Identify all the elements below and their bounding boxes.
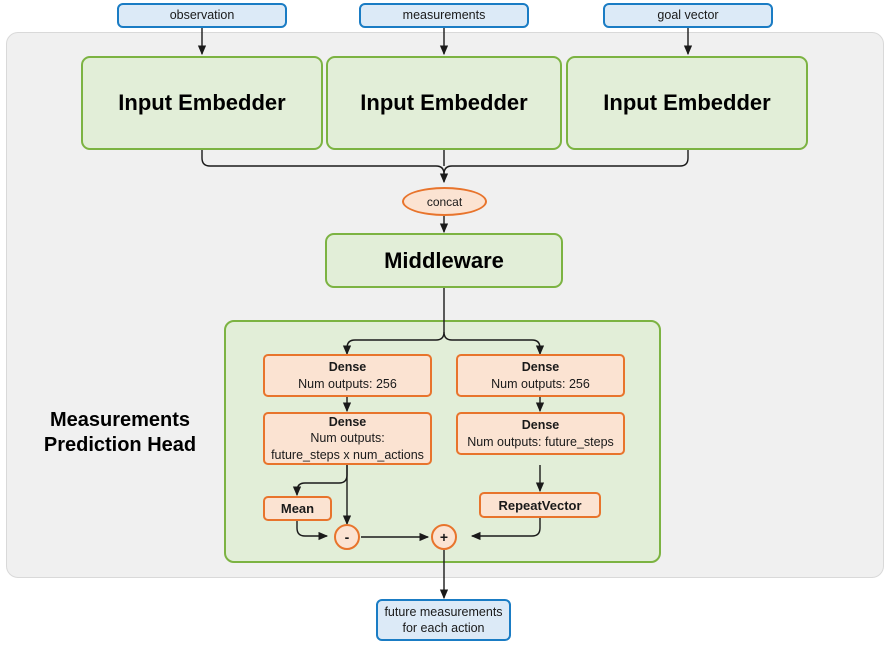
input-measurements[interactable]: measurements xyxy=(359,3,529,28)
input-goal-vector[interactable]: goal vector xyxy=(603,3,773,28)
dense-left-2-line2: future_steps x num_actions xyxy=(271,447,424,462)
dense-left-1[interactable]: Dense Num outputs: 256 xyxy=(263,354,432,397)
input-measurements-label: measurements xyxy=(402,8,486,23)
dense-right-2[interactable]: Dense Num outputs: future_steps xyxy=(456,412,625,455)
output-line2: for each action xyxy=(402,621,485,635)
head-title-line2: Prediction Head xyxy=(43,434,197,456)
middleware-label: Middleware xyxy=(384,247,504,273)
add-operator-symbol: + xyxy=(439,529,449,545)
input-goal-vector-label: goal vector xyxy=(657,8,719,23)
output-line1: future measurements xyxy=(384,604,503,619)
repeat-vector-label: RepeatVector xyxy=(498,497,582,513)
concat-label: concat xyxy=(426,194,463,209)
input-embedder-1[interactable]: Input Embedder xyxy=(81,56,323,150)
subtract-operator[interactable]: - xyxy=(334,524,360,550)
input-observation-label: observation xyxy=(169,8,235,23)
dense-right-1-title: Dense xyxy=(521,360,560,374)
dense-right-1-line1: Num outputs: 256 xyxy=(491,376,590,391)
input-embedder-2-label: Input Embedder xyxy=(360,90,528,115)
input-observation[interactable]: observation xyxy=(117,3,287,28)
input-embedder-1-label: Input Embedder xyxy=(118,90,286,115)
input-embedder-2[interactable]: Input Embedder xyxy=(326,56,562,150)
measurements-prediction-head-title: Measurements Prediction Head xyxy=(20,408,220,458)
dense-left-2[interactable]: Dense Num outputs: future_steps x num_ac… xyxy=(263,412,432,465)
dense-left-1-line1: Num outputs: 256 xyxy=(298,376,397,391)
concat-node[interactable]: concat xyxy=(402,187,487,216)
input-embedder-3[interactable]: Input Embedder xyxy=(566,56,808,150)
dense-left-2-title: Dense xyxy=(328,414,367,429)
dense-left-1-title: Dense xyxy=(328,360,367,374)
middleware-node[interactable]: Middleware xyxy=(325,233,563,288)
output-future-measurements[interactable]: future measurements for each action xyxy=(376,599,511,641)
repeat-vector-node[interactable]: RepeatVector xyxy=(479,492,601,518)
subtract-operator-symbol: - xyxy=(344,529,350,545)
head-title-line1: Measurements xyxy=(49,409,191,431)
dense-right-2-title: Dense xyxy=(521,418,560,432)
mean-label: Mean xyxy=(280,501,315,516)
dense-right-2-line1: Num outputs: future_steps xyxy=(467,434,614,449)
dense-right-1[interactable]: Dense Num outputs: 256 xyxy=(456,354,625,397)
mean-node[interactable]: Mean xyxy=(263,496,332,521)
dense-left-2-line1: Num outputs: xyxy=(310,431,385,446)
add-operator[interactable]: + xyxy=(431,524,457,550)
input-embedder-3-label: Input Embedder xyxy=(603,90,771,115)
